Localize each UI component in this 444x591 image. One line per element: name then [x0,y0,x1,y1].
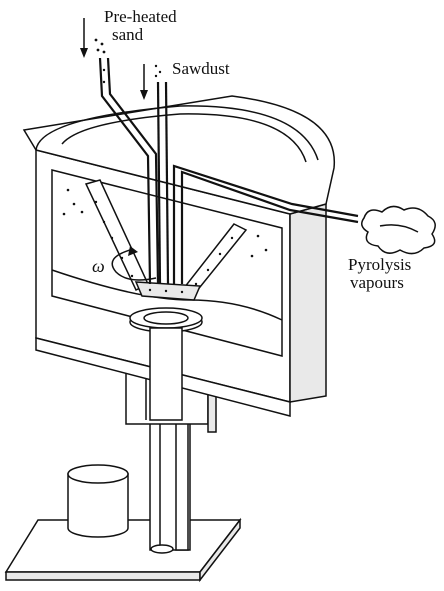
support-shaft [149,419,191,554]
collection-cylinder [67,464,129,538]
sawdust-label: Sawdust [172,59,230,78]
vapour-cloud-icon [361,205,436,255]
vapour-outlet-pipe [172,164,359,284]
sawdust-feed-pipe [156,81,170,285]
pyrolysis-label-line1: Pyrolysis [348,255,411,274]
flow-arrows [80,18,148,100]
preheated-sand-label-line1: Pre-heated [104,7,177,26]
central-hopper [134,281,202,301]
rotating-disc [129,307,203,421]
omega-symbol: ω [92,256,105,276]
pyrolysis-label-line2: vapours [350,273,404,292]
sand-particles [62,188,268,258]
sand-feed-pipe [98,57,160,285]
feed-particle-dots [94,38,162,78]
preheated-sand-label-line2: sand [112,25,144,44]
rotation-arrow-icon [111,246,157,281]
